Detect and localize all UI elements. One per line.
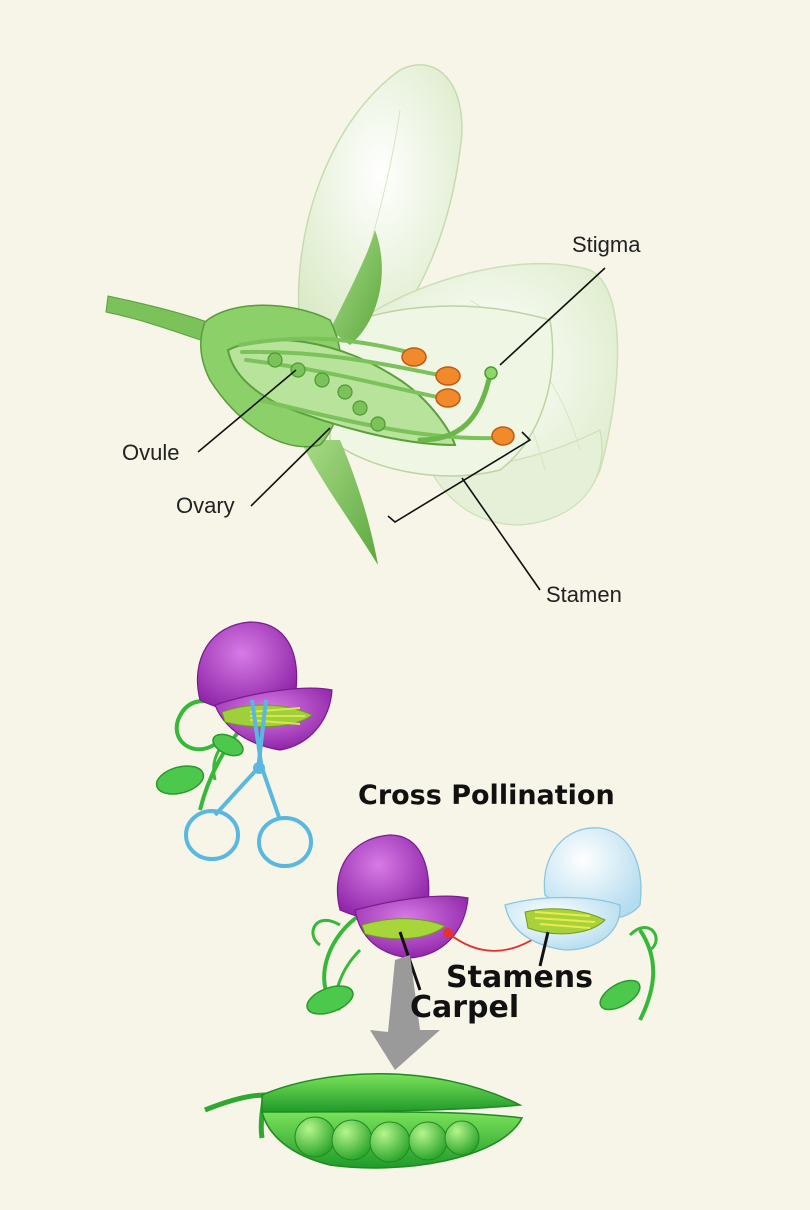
scissors-icon: [184, 699, 313, 868]
white-donor-flower: [504, 827, 658, 1021]
emasculated-purple-flower: [155, 621, 333, 868]
pollen-transfer-line: [447, 932, 541, 952]
label-cross-pollination: Cross Pollination: [358, 780, 615, 811]
flower-cross-section: [105, 64, 619, 591]
anthers: [401, 347, 515, 446]
purple-recipient-flower: [306, 834, 469, 1015]
label-stamen: Stamen: [546, 582, 622, 607]
label-stamens: Stamens: [446, 960, 594, 995]
stigma-tip: [484, 366, 498, 380]
label-ovary: Ovary: [176, 493, 235, 518]
pea-pod: [204, 1073, 524, 1169]
ovules: [267, 352, 386, 432]
label-stigma: Stigma: [572, 232, 641, 257]
arrow-to-pod: [370, 955, 440, 1070]
label-carpel: Carpel: [410, 990, 520, 1025]
leader-lines: [197, 267, 606, 591]
label-ovule: Ovule: [122, 440, 180, 465]
